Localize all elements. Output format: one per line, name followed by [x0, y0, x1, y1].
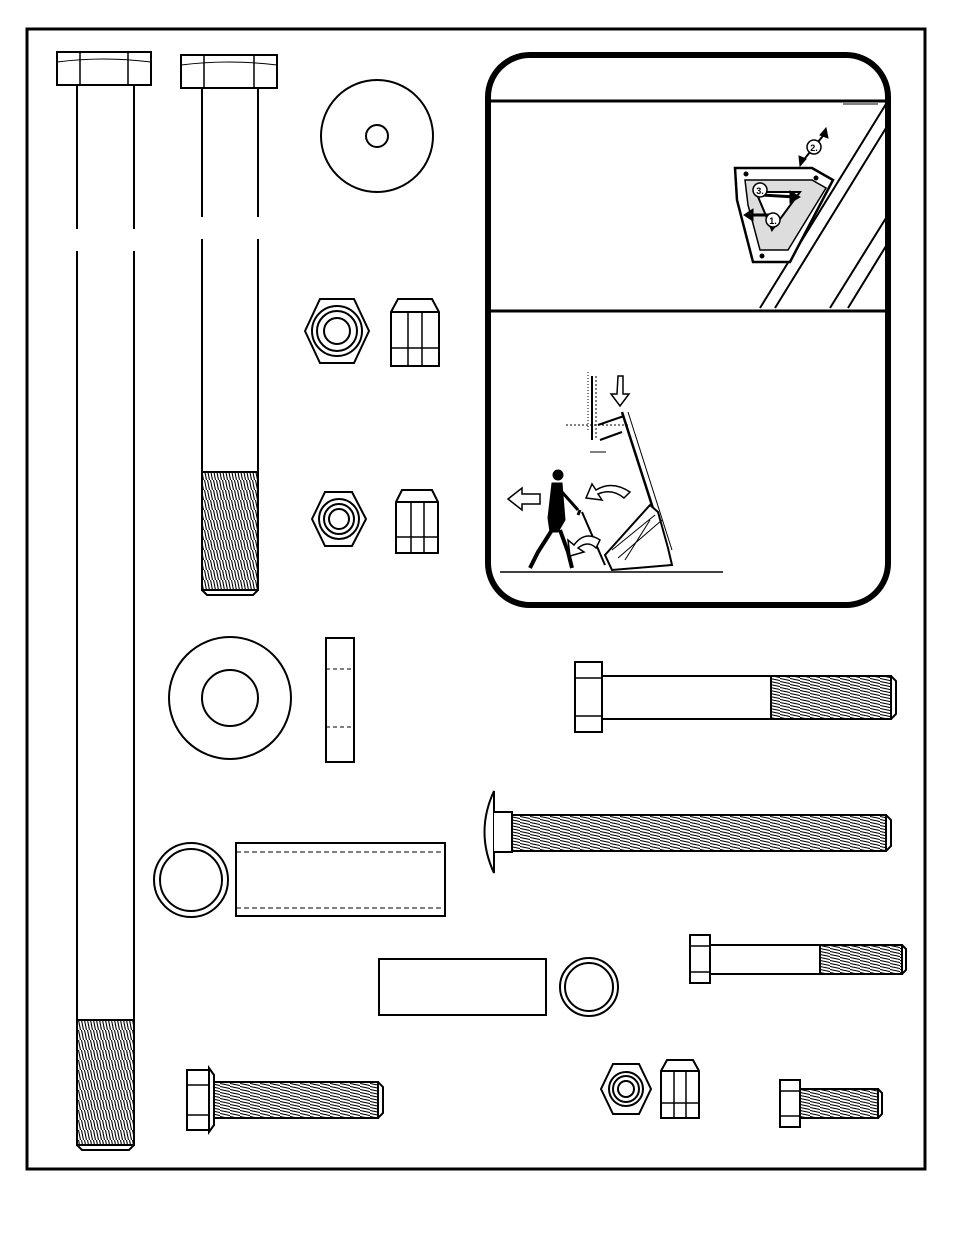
- step-label-1: 1.: [769, 216, 777, 226]
- hex-bolt-partial-thread: [181, 55, 277, 595]
- hex-bolt-medium: [575, 662, 896, 732]
- spacer-tube-long: [154, 843, 445, 917]
- long-hex-bolt: [57, 52, 151, 1150]
- hex-bolt-small: [690, 935, 906, 983]
- step-badge-2: 2.: [807, 140, 821, 154]
- lock-nut-small: [601, 1060, 699, 1118]
- step-label-2: 2.: [810, 143, 818, 153]
- flange-bolt: [187, 1068, 383, 1132]
- large-washer: [169, 637, 354, 762]
- spacer-tube-short: [379, 958, 618, 1016]
- instruction-inset: 2. 3. 1.: [488, 55, 888, 605]
- flat-washer-small-hole: [321, 80, 433, 192]
- lock-nut-large: [305, 299, 439, 366]
- hex-bolt-short: [780, 1080, 882, 1127]
- step-badge-3: 3.: [753, 183, 767, 197]
- step-label-3: 3.: [756, 186, 764, 196]
- lock-nut-medium: [312, 490, 438, 553]
- step-badge-1: 1.: [766, 213, 780, 227]
- carriage-bolt: [485, 791, 892, 873]
